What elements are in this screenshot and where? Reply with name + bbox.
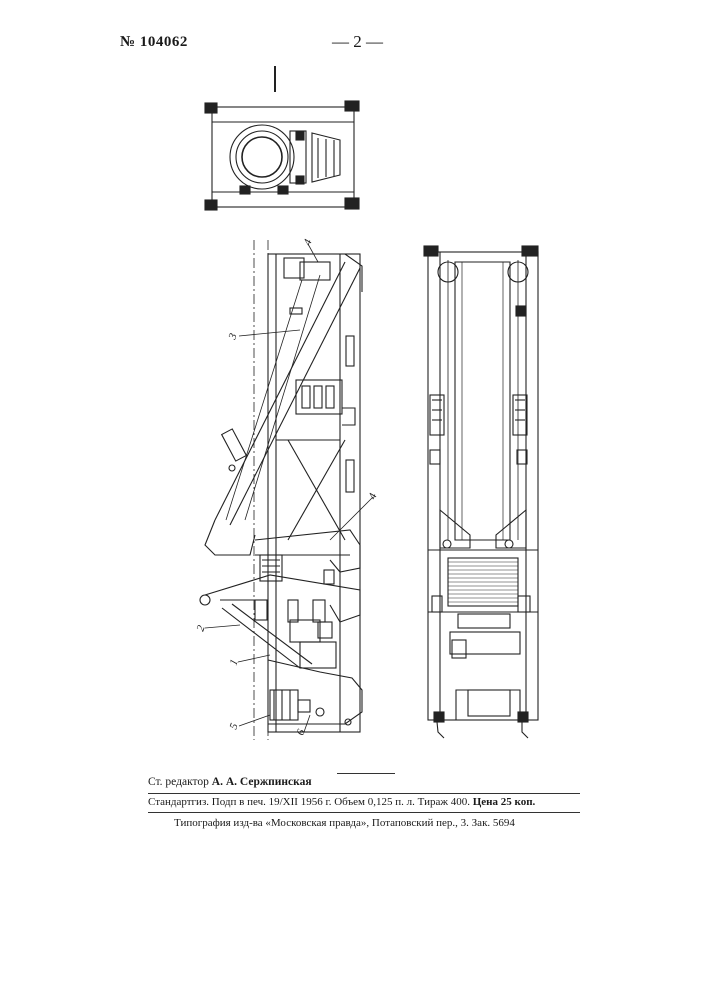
- callout-3: 3: [226, 331, 240, 342]
- editor-name: А. А. Сержпинская: [212, 776, 312, 788]
- price: Цена 25 коп.: [473, 796, 536, 808]
- side-view: [200, 240, 362, 740]
- rule-imprint-top: [148, 793, 580, 794]
- end-view: [205, 101, 359, 210]
- editor-line: Ст. редактор А. А. Сержпинская: [148, 776, 312, 788]
- callout-4-top: 4: [302, 237, 315, 247]
- publisher-line: Стандартгиз. Подп в печ. 19/XII 1956 г. …: [148, 796, 535, 808]
- callout-5: 5: [228, 721, 241, 731]
- callout-4-mid: 4: [367, 491, 380, 501]
- front-view: [424, 246, 538, 738]
- publisher-text: Стандартгиз. Подп в печ. 19/XII 1956 г. …: [148, 796, 470, 808]
- technical-drawing: 4 3 4 2 1 5 6: [0, 0, 707, 760]
- rule-editor: [337, 773, 395, 774]
- editor-label: Ст. редактор: [148, 776, 209, 788]
- callout-6: 6: [295, 727, 308, 737]
- printer-line: Типография изд-ва «Московская правда», П…: [174, 817, 515, 829]
- rule-imprint-bottom: [148, 812, 580, 813]
- callout-1: 1: [228, 658, 241, 667]
